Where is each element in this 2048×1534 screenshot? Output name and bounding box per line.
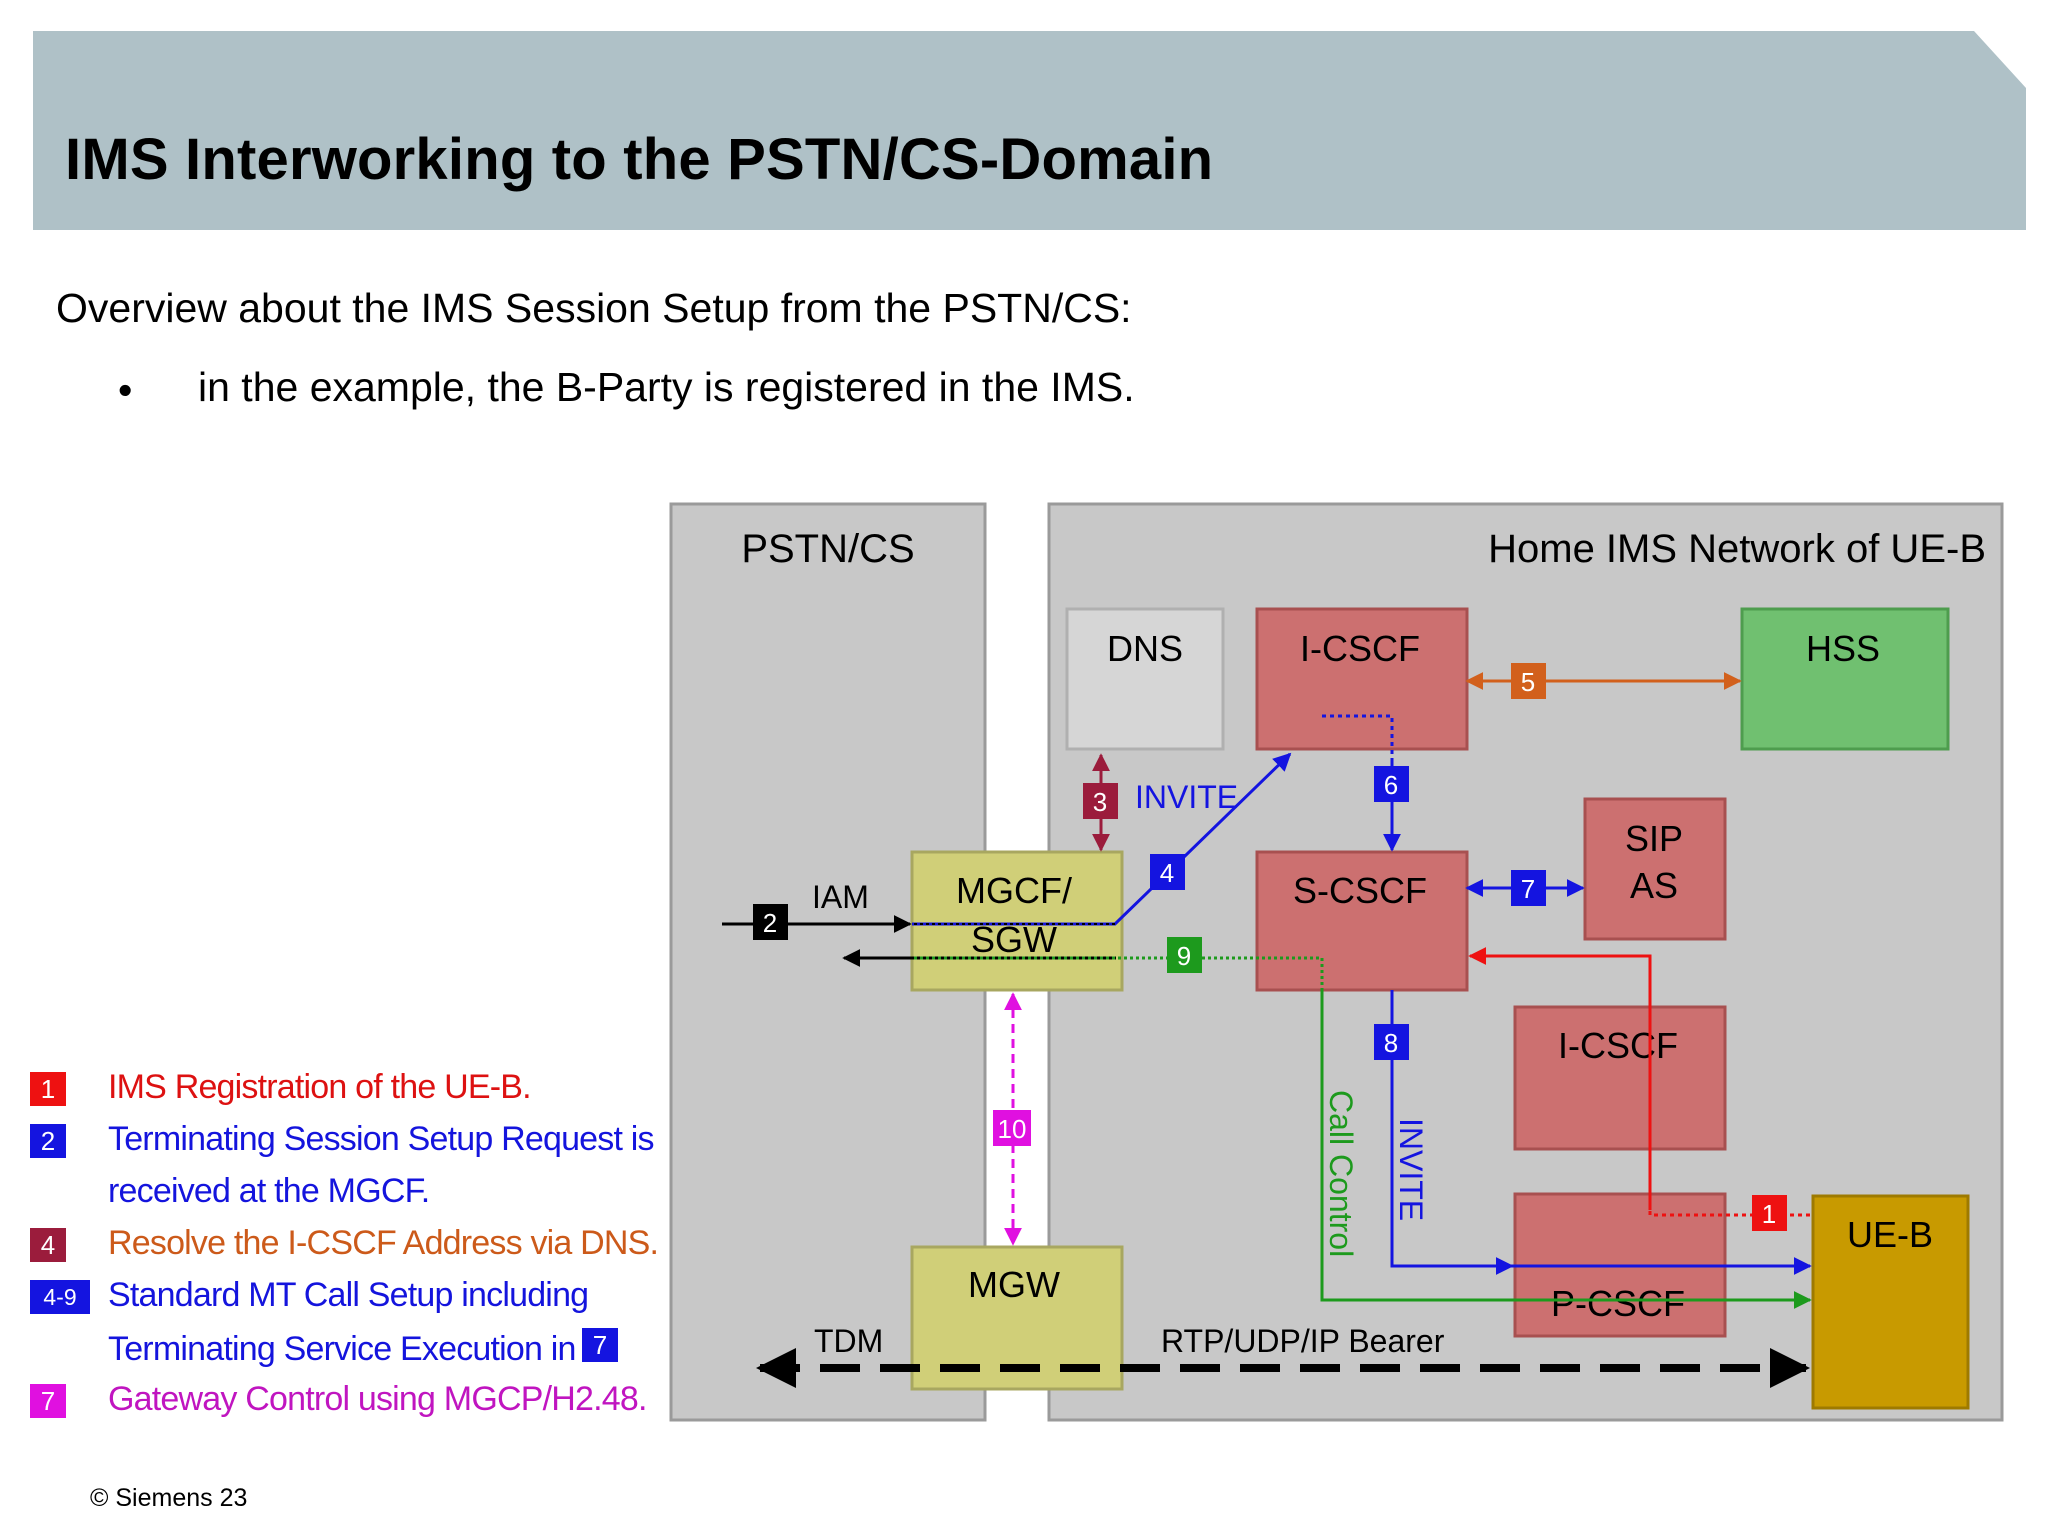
- step-badge-10: 10: [993, 1110, 1031, 1146]
- step-badge-6: 6: [1374, 766, 1409, 802]
- step-badge-1: 1: [1752, 1195, 1787, 1231]
- title-bar: IMS Interworking to the PSTN/CS-Domain: [33, 31, 2026, 230]
- node-hss: HSS: [1740, 607, 1950, 751]
- legend-item: 1 IMS Registration of the UE-B.: [0, 1068, 700, 1120]
- bearer-label: RTP/UDP/IP Bearer: [1161, 1323, 1445, 1359]
- page-title: IMS Interworking to the PSTN/CS-Domain: [65, 127, 1214, 192]
- legend-badge: 7: [30, 1384, 66, 1418]
- svg-text:5: 5: [1521, 667, 1535, 697]
- legend-text: Terminating Session Setup Request is: [108, 1120, 655, 1158]
- registration-path-dotted: [1648, 1210, 1810, 1217]
- svg-text:7: 7: [1521, 874, 1535, 904]
- svg-text:3: 3: [1093, 787, 1107, 817]
- legend-badge: 4-9: [30, 1280, 90, 1314]
- step-badge-7: 7: [1511, 870, 1546, 906]
- legend-text: Resolve the I-CSCF Address via DNS.: [108, 1224, 659, 1262]
- legend-item: 4 Resolve the I-CSCF Address via DNS.: [0, 1224, 700, 1276]
- legend-inline-badge: 7: [581, 1328, 618, 1362]
- intro-text: Overview about the IMS Session Setup fro…: [56, 285, 1132, 331]
- node-scscf-label: S-CSCF: [1293, 870, 1427, 911]
- step-badge-9: 9: [1167, 937, 1202, 973]
- legend-item: 7 Gateway Control using MGCP/H2.48.: [0, 1380, 700, 1432]
- node-icscf-mid: I-CSCF: [1513, 1005, 1727, 1151]
- step-badge-2: 2: [753, 904, 788, 940]
- call-control-path: [1320, 990, 1812, 1309]
- icscf-to-scscf-dotted: [1322, 714, 1394, 760]
- svg-text:2: 2: [763, 908, 777, 938]
- invite-scscf-to-pcscf: [1390, 990, 1514, 1275]
- node-icscf-top: I-CSCF: [1255, 607, 1469, 751]
- footer: © Siemens 23: [90, 1484, 248, 1512]
- legend-badge: 1: [30, 1072, 66, 1106]
- legend-text: Gateway Control using MGCP/H2.48.: [108, 1380, 647, 1418]
- bullet-dot: •: [118, 367, 133, 413]
- node-sip-as: SIP AS: [1583, 797, 1727, 941]
- legend-item: 2 Terminating Session Setup Request is rec…: [0, 1120, 700, 1224]
- node-scscf: S-CSCF: [1255, 850, 1469, 992]
- node-dns-label: DNS: [1107, 628, 1183, 669]
- legend-badge: 4: [30, 1228, 66, 1262]
- legend-text: Standard MT Call Setup including: [108, 1276, 589, 1314]
- svg-text:8: 8: [1384, 1028, 1398, 1058]
- call-control-label: Call Control: [1323, 1090, 1359, 1257]
- iam-label: IAM: [812, 879, 869, 915]
- svg-text:6: 6: [1384, 770, 1398, 800]
- node-mgcf-sgw: MGCF/ SGW: [910, 850, 1124, 992]
- node-icscf-top-label: I-CSCF: [1300, 628, 1420, 669]
- invite-top-label: INVITE: [1135, 779, 1238, 815]
- node-mgw-label: MGW: [968, 1264, 1060, 1305]
- step-badge-3: 3: [1083, 783, 1118, 819]
- tdm-label: TDM: [814, 1323, 883, 1359]
- node-sip-as-label-1: SIP: [1625, 818, 1683, 859]
- registration-path-solid: [1468, 947, 1652, 1210]
- node-hss-label: HSS: [1806, 628, 1880, 669]
- node-pcscf-label: P-CSCF: [1551, 1283, 1685, 1324]
- invite-vertical-label: INVITE: [1393, 1118, 1429, 1221]
- node-sip-as-label-2: AS: [1630, 865, 1678, 906]
- step-badge-4: 4: [1150, 854, 1185, 890]
- step-badge-8: 8: [1374, 1024, 1409, 1060]
- legend-badge: 2: [30, 1124, 66, 1158]
- bullet-text: in the example, the B-Party is registere…: [198, 364, 1135, 410]
- node-dns: DNS: [1065, 607, 1225, 751]
- legend-text: received at the MGCF.: [108, 1172, 430, 1210]
- legend-text: IMS Registration of the UE-B.: [108, 1068, 532, 1106]
- svg-text:1: 1: [1762, 1199, 1776, 1229]
- node-mgcf-label-2: SGW: [971, 919, 1057, 960]
- node-ue-b: UE-B: [1811, 1194, 1970, 1410]
- node-mgcf-label-1: MGCF/: [956, 870, 1072, 911]
- node-ueb-label: UE-B: [1847, 1214, 1933, 1255]
- region-pstn-label: PSTN/CS: [741, 527, 914, 571]
- region-home-label: Home IMS Network of UE-B: [1488, 527, 1986, 571]
- svg-text:9: 9: [1177, 941, 1191, 971]
- svg-text:10: 10: [998, 1114, 1027, 1144]
- step-badge-5: 5: [1511, 663, 1546, 699]
- node-icscf-mid-label: I-CSCF: [1558, 1025, 1678, 1066]
- svg-text:4: 4: [1160, 858, 1174, 888]
